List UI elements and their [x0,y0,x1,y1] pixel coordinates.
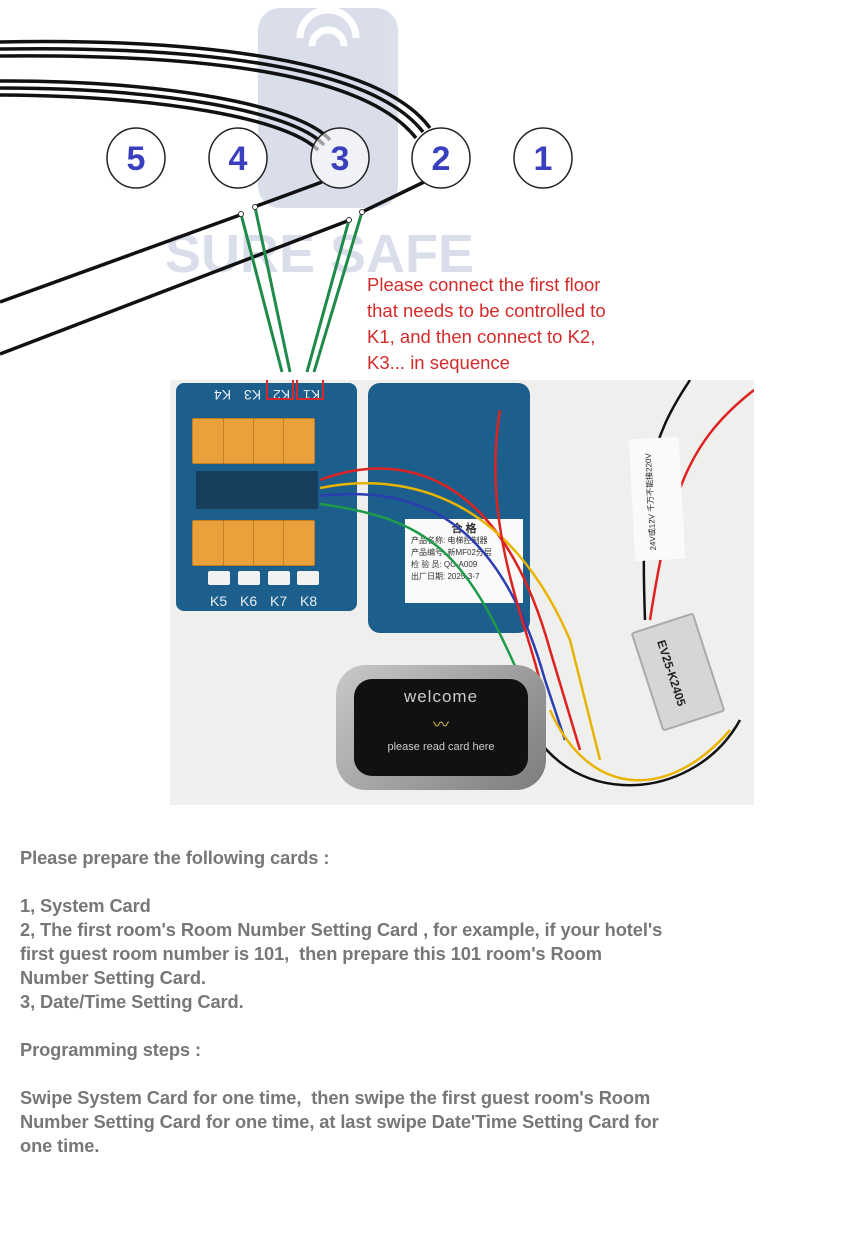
instruction-line [20,870,662,894]
floor-number: 3 [331,140,350,178]
cables [0,39,432,356]
floor-number: 4 [229,140,248,178]
instruction-line: Number Setting Card. [20,967,206,988]
note-line: Please connect the first floor [367,274,601,295]
reader-title: welcome [403,687,479,706]
relay-board: K4 K3 K2 K1 K5 K6 K7 K8 [176,383,357,611]
relay-label: K8 [300,593,318,609]
instruction-line: one time. [20,1135,100,1156]
instruction-line: Number Setting Card for one time, at las… [20,1111,659,1132]
note-line: K3... in sequence [367,352,510,373]
cable-sleeve: 24V或12V 千万不能接220V [628,436,686,562]
wiring-note: Please connect the first floor that need… [367,272,606,376]
instruction-line: first guest room number is 101, then pre… [20,943,602,964]
note-line: that needs to be controlled to [367,300,606,321]
floor-circle [310,127,370,189]
instruction-line [20,1062,662,1086]
floor-circle [513,127,573,189]
floor-circle [411,127,471,189]
card-reader: welcome 〰 please read card here [336,665,546,790]
wiring-diagram: SURE SAFE 5 4 3 2 1 [0,6,573,373]
instruction-line: Programming steps : [20,1039,201,1060]
instructions: Please prepare the following cards : 1, S… [20,846,662,1158]
floor-number: 2 [432,140,451,178]
nfc-icon: 〰 [432,717,449,734]
instruction-line [20,1014,662,1038]
floor-number: 5 [127,140,146,178]
relay-label: K5 [210,593,228,609]
note-line: K1, and then connect to K2, [367,326,596,347]
instruction-line: 2, The first room's Room Number Setting … [20,919,663,940]
instruction-line: 1, System Card [20,895,151,916]
floor-circle [106,127,166,189]
k1-highlight [296,380,324,400]
watermark-text: SURE SAFE [165,224,474,284]
green-wires [239,206,364,373]
watermark-logo: SURE SAFE [165,6,474,284]
relay-label: K6 [240,593,258,609]
instruction-line: Swipe System Card for one time, then swi… [20,1087,651,1108]
relay-label: K7 [270,593,288,609]
instruction-line: Please prepare the following cards : [20,847,330,868]
reader-hint: please read card here [387,741,495,753]
floor-number: 1 [534,140,553,178]
instruction-line: 3, Date/Time Setting Card. [20,991,244,1012]
product-photo: K4 K3 K2 K1 K5 K6 K7 K8 合 格 产品名称: 电梯控制器产… [170,380,754,805]
k2-highlight [266,380,294,400]
floor-circle [208,127,268,189]
